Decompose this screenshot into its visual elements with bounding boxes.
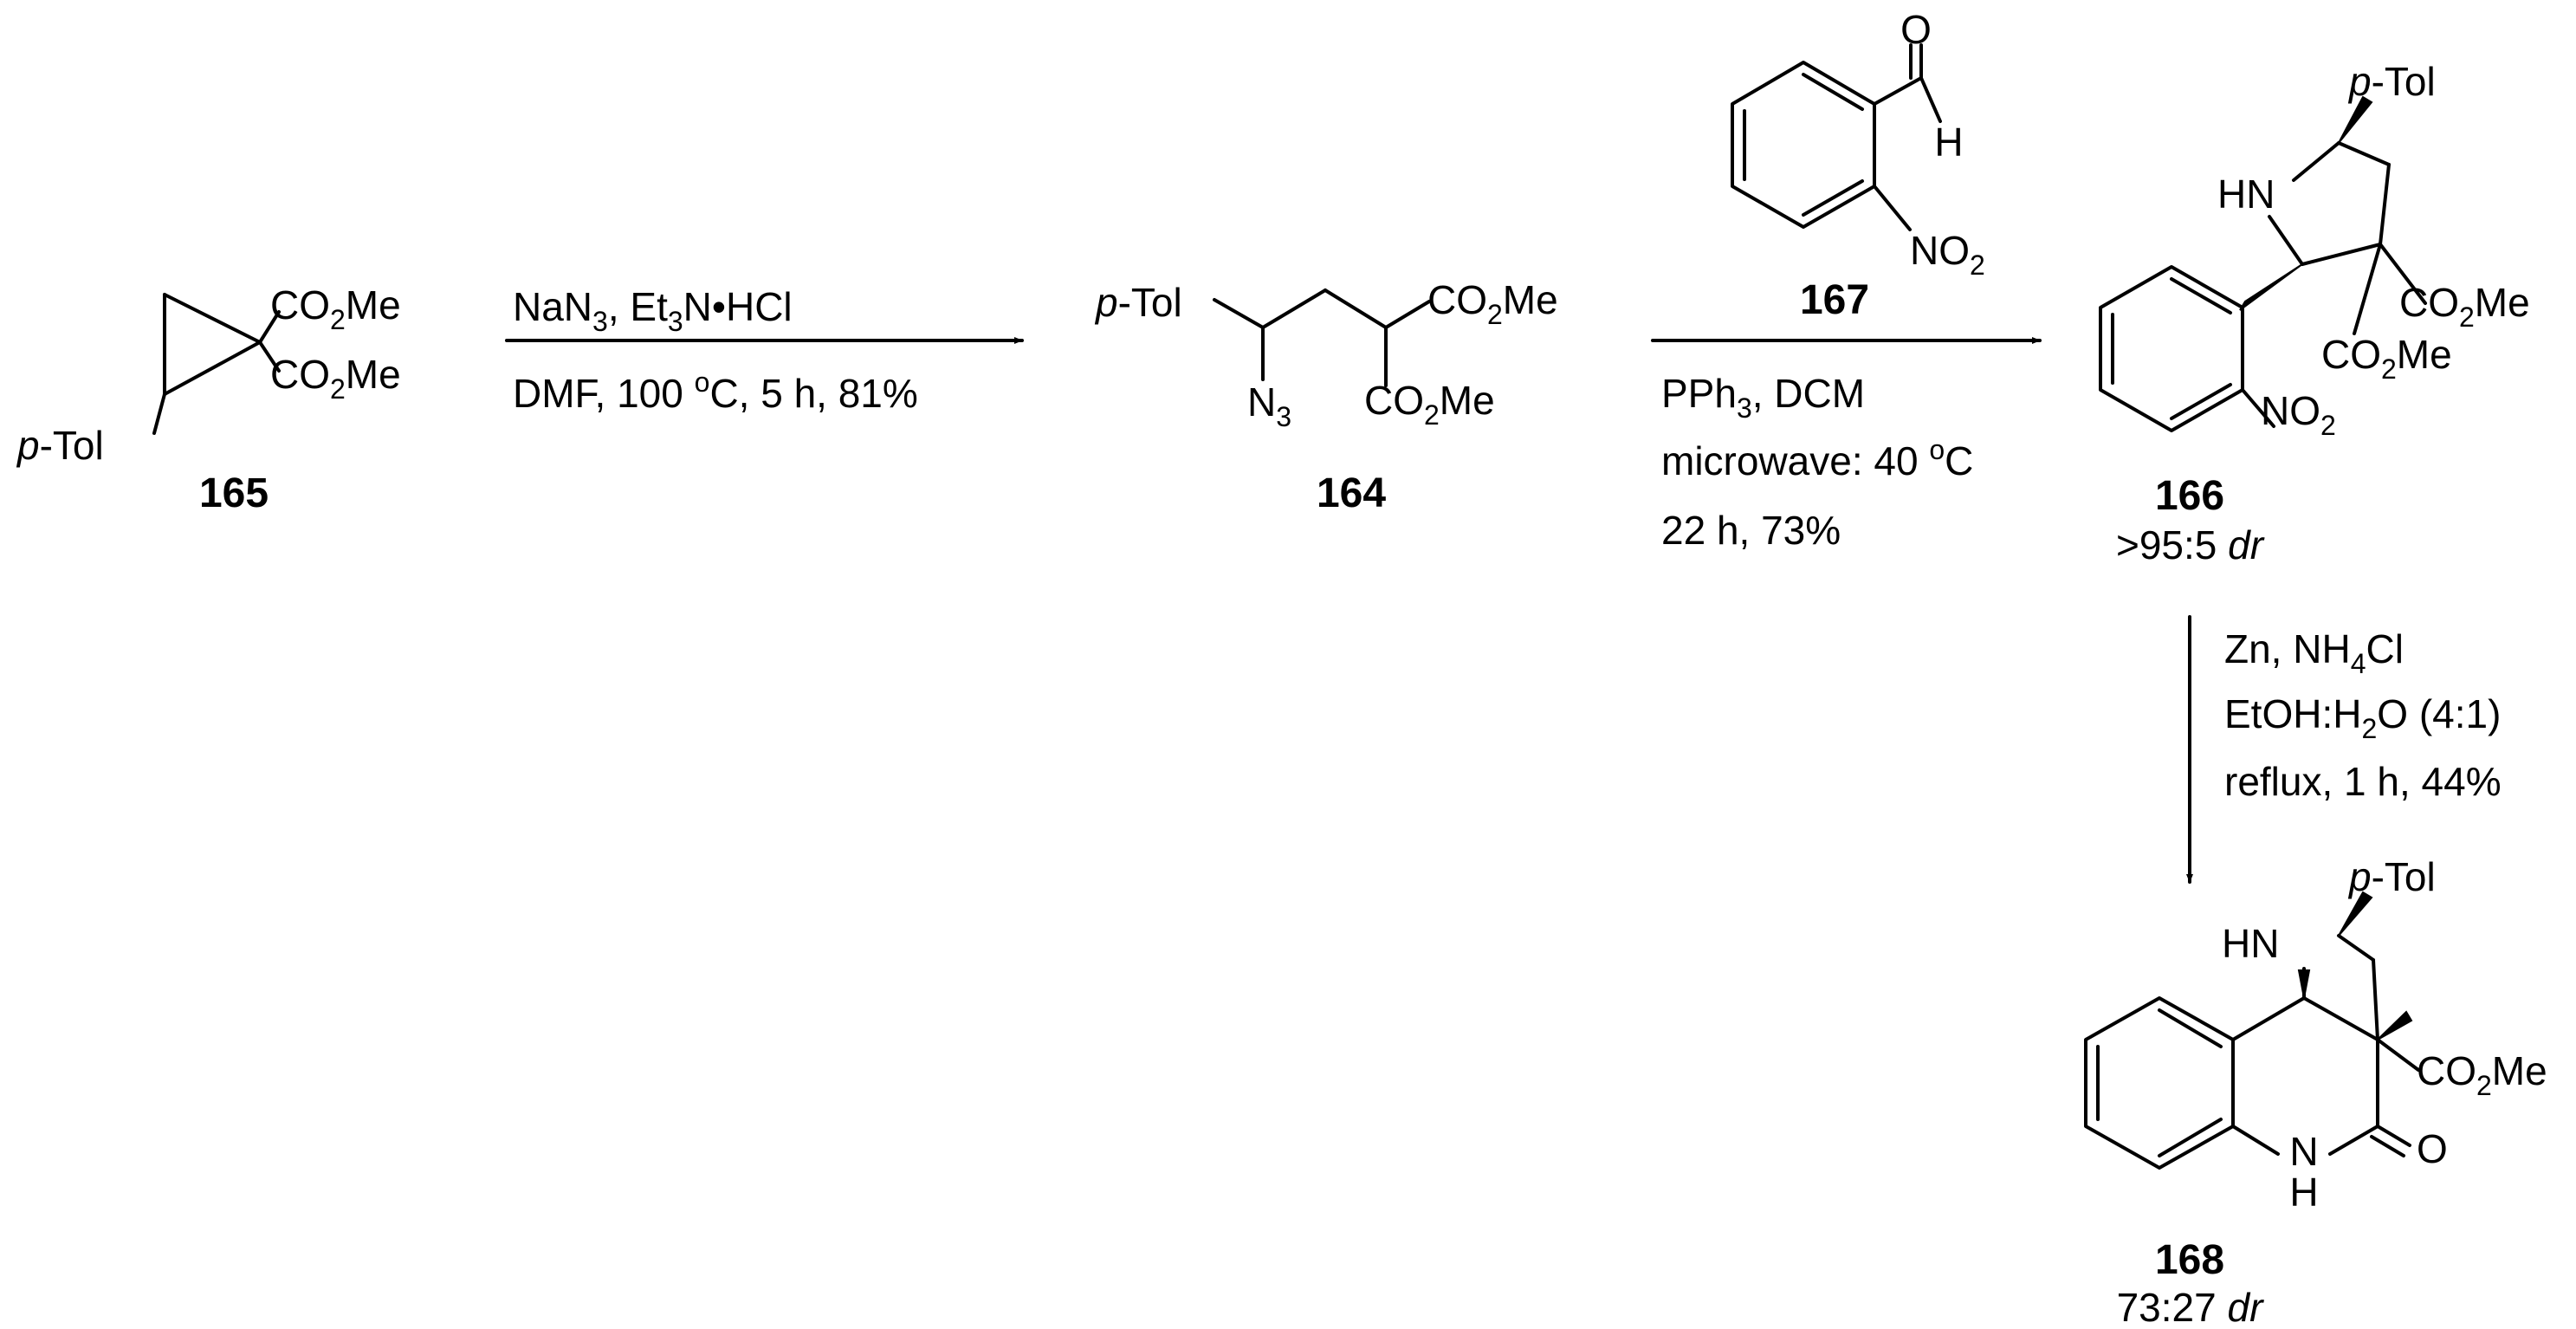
wedge-bond-ptol — [2338, 891, 2373, 937]
lactam-n-label: N — [2289, 1129, 2318, 1174]
step2-time-yield: 22 h, 73% — [1661, 508, 1841, 553]
aldehyde-oxygen-label: O — [1900, 7, 1932, 52]
cyclopropane-bonds — [152, 293, 281, 435]
co2me-label-lower: CO2Me — [1364, 378, 1495, 431]
azide-label: N3 — [1247, 379, 1291, 432]
wedge-bond-ptol — [2338, 95, 2373, 144]
conditions-step-3: Zn, NH4Cl EtOH:H2O (4:1) reflux, 1 h, 44… — [2224, 626, 2502, 804]
co2me-label-lower: CO2Me — [2321, 332, 2452, 385]
compound-number-164: 164 — [1317, 470, 1386, 516]
lactam-h-label: H — [2289, 1170, 2318, 1215]
wedge-bond-quaternary — [2377, 1010, 2413, 1041]
co2me-label: CO2Me — [2417, 1048, 2547, 1101]
nitro-label: NO2 — [2261, 388, 2336, 441]
step2-microwave: microwave: 40 oC — [1661, 434, 1973, 483]
nh-label: HN — [2217, 172, 2275, 217]
step1-reagents: NaN3, Et3N•HCl — [513, 284, 793, 337]
p-tol-label: p-Tol — [16, 423, 104, 468]
wedge-bond-aryl — [2239, 263, 2303, 311]
step3-time-yield: reflux, 1 h, 44% — [2224, 759, 2502, 804]
step2-reagents: PPh3, DCM — [1661, 371, 1865, 424]
conditions-step-2: PPh3, DCM microwave: 40 oC 22 h, 73% — [1661, 371, 1973, 553]
compound-167: O H NO2 167 — [1731, 7, 1985, 323]
nitro-label: NO2 — [1910, 228, 1985, 281]
azido-malonate-chain-bonds — [1213, 288, 1431, 387]
compound-number-168: 168 — [2155, 1237, 2224, 1283]
p-tol-label: p-Tol — [2347, 59, 2436, 104]
compound-number-167: 167 — [1800, 277, 1869, 323]
tricyclic-core-bonds — [2084, 934, 2420, 1170]
compound-168: HN p-Tol CO2Me N H O 168 73:27 dr — [2084, 854, 2547, 1329]
p-tol-label: p-Tol — [1094, 280, 1182, 325]
pyrrolidine-and-aryl-bonds — [2099, 141, 2427, 432]
co2me-top-label: CO2Me — [270, 282, 401, 335]
step3-reagents: Zn, NH4Cl — [2224, 626, 2404, 679]
p-tol-label: p-Tol — [2347, 854, 2436, 899]
wedge-bond-ring-fusion-h — [2297, 969, 2311, 999]
carbonyl-o-label: O — [2417, 1126, 2448, 1171]
compound-164: p-Tol CO2Me N3 CO2Me 164 — [1094, 277, 1558, 516]
compound-166: HN p-Tol CO2Me CO2Me NO2 166 >95:5 dr — [2099, 59, 2530, 567]
co2me-label-upper: CO2Me — [1427, 277, 1558, 330]
conditions-step-1: NaN3, Et3N•HCl DMF, 100 oC, 5 h, 81% — [513, 284, 918, 416]
nitrobenzaldehyde-bonds — [1731, 43, 1942, 231]
compound-165: CO2Me CO2Me p-Tol 165 — [16, 282, 401, 516]
diastereomeric-ratio-166: >95:5 dr — [2116, 522, 2265, 567]
aldehyde-hydrogen-label: H — [1934, 120, 1963, 165]
diastereomeric-ratio-168: 73:27 dr — [2117, 1285, 2264, 1329]
nh-label: HN — [2222, 921, 2279, 966]
step1-conditions: DMF, 100 oC, 5 h, 81% — [513, 366, 918, 416]
co2me-label-upper: CO2Me — [2399, 280, 2530, 333]
co2me-bottom-label: CO2Me — [270, 352, 401, 405]
compound-number-165: 165 — [199, 470, 269, 516]
step3-solvent: EtOH:H2O (4:1) — [2224, 691, 2501, 744]
compound-number-166: 166 — [2155, 473, 2224, 519]
